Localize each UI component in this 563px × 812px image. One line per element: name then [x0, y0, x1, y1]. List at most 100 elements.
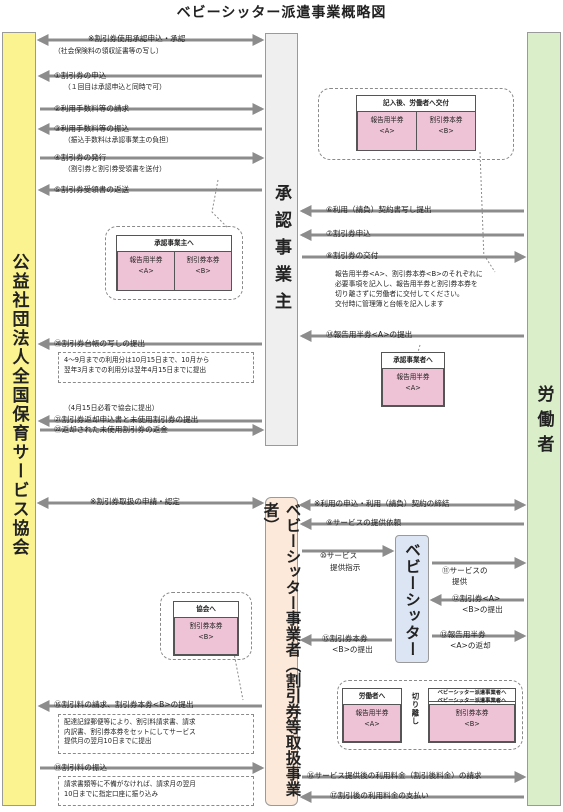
- ticket-t4-b-text: 割引券本券: [189, 622, 223, 630]
- note8-line2: 必要事項を記入し、報告用半券と割引券本券を: [335, 280, 478, 288]
- ticket-t2-b-text: 割引券本券: [186, 256, 220, 264]
- step-13-label-b: <A>の返却: [450, 641, 491, 650]
- page-title: ベビーシッター派遣事業概略図: [176, 5, 387, 21]
- note19-line2: 10日までに指定口座に振り込み: [64, 789, 159, 798]
- step-5-label: ⑤割引券受領書の返送: [54, 185, 130, 194]
- sitter-box: ベビーシッター: [395, 535, 429, 663]
- callout-t2: [211, 179, 229, 229]
- ticket-t2-a-text: 報告用半券: [129, 256, 163, 264]
- step-3-label: ③利用手数料等の振込: [54, 124, 130, 133]
- bubble-t4: [160, 592, 252, 660]
- company-box: ベビーシッター事業者（割引券等取扱事業者）: [262, 497, 302, 806]
- callout-note8: [485, 257, 496, 273]
- ticket-t1-b-code: <B>: [438, 127, 454, 135]
- note16-line2: 内訳書、割引券本券をセットにしてサービス: [64, 727, 196, 736]
- step-19-label: ⑲割引料の振込: [54, 763, 108, 772]
- ticket-t1: 記入後、労働者へ交付 報告用半券 <A> 割引券本券 <B>: [356, 95, 476, 151]
- employer-box: 承認事業主: [265, 33, 298, 446]
- note16-line1: 配達記録郵便等により、割引料請求書、請求: [64, 718, 196, 726]
- ticket-t6-b-text: 割引券本券: [455, 709, 489, 717]
- ticket-t1-a-code: <A>: [379, 127, 395, 135]
- ticket-t4: 協会へ 割引券本券 <B>: [173, 601, 239, 656]
- step-16x-label: ⑯サービス提供後の利用料金（割引後料金）の請求: [307, 771, 482, 780]
- ticket-t4-head: 協会へ: [174, 602, 238, 618]
- company-apply-label: ※割引券取扱の申請・認定: [90, 497, 180, 506]
- step-13-label-a: ⑬報告用半券: [440, 630, 486, 639]
- ticket-t5: 労働者へ 報告用半券 <A>: [342, 688, 402, 743]
- step-4-label: ④割引券の発行: [54, 153, 107, 162]
- association-column: 公益社団法人全国保育サービス協会: [2, 32, 36, 806]
- bubble-t2: [105, 226, 243, 300]
- note20-line2: 翌年3月までの利用分は翌年4月15日までに提出: [64, 365, 207, 374]
- note-16: 配達記録郵便等により、割引料請求書、請求 内訳書、割引券本券をセットにしてサービ…: [58, 714, 254, 754]
- ticket-t1-a: 報告用半券 <A>: [357, 111, 417, 151]
- worker-column: 労働者: [527, 32, 561, 806]
- step-12-label-b: <B>の提出: [462, 605, 503, 614]
- step-approval-sub: （社会保険料の領収証書等の写し）: [54, 47, 163, 55]
- step-1-label: ①割引券の申込: [54, 71, 107, 80]
- note-20: 4～9月までの利用分は10月15日まで、10月から 翌年3月までの利用分は翌年4…: [58, 352, 254, 383]
- ticket-t3-a: 報告用半券 <A>: [382, 368, 444, 406]
- step-21-label: ㉑割引券返却申込書と未使用割引券の提出: [54, 415, 199, 424]
- ticket-t1-a-text: 報告用半券: [370, 116, 404, 124]
- step-1-sub: （１回目は承認申込と同時で可）: [64, 83, 166, 91]
- ticket-t2-a: 報告用半券 <A>: [117, 251, 175, 291]
- step-approval-label: ※割引券使用承認申込・承認: [88, 34, 186, 43]
- worker-label: 労働者: [533, 385, 554, 460]
- step-22-label: ㉒返却された未使用割引券の返金: [54, 425, 168, 434]
- ticket-t6-b-code: <B>: [464, 720, 480, 728]
- step-21-sub: （4月15日必着で協会に提出）: [64, 404, 159, 412]
- ticket-t6-head2: ベビーシッター派遣事業者へ: [437, 697, 507, 704]
- note8-line4: 交付時に管理簿と台帳を記入します: [335, 300, 444, 308]
- step-11-label-a: ⑪サービスの: [442, 566, 488, 575]
- ticket-t5-a: 報告用半券 <A>: [343, 704, 401, 742]
- step-10-label-a: ⑩サービス: [320, 551, 358, 560]
- step-2-label: ②利用手数料等の請求: [54, 104, 130, 113]
- ticket-t6-head: ベビーシッター派遣事業者へ ベビーシッター派遣事業者へ: [429, 689, 515, 704]
- note8-line1: 報告用半券<A>、割引券本券<B>のそれぞれに: [335, 270, 483, 278]
- step-3-sub: （振込手数料は承認事業主の負担）: [64, 136, 173, 144]
- note8-line3: 切り離さずに労働者に交付してください。: [335, 290, 464, 298]
- ticket-t1-b: 割引券本券 <B>: [416, 111, 476, 151]
- callout-t4: [232, 647, 244, 701]
- note-19: 請求書類等に不備がなければ、請求月の翌月 10日までに指定口座に振り込み: [58, 776, 254, 806]
- ticket-t2: 承認事業主へ 報告用半券 <A> 割引券本券 <B>: [116, 235, 232, 291]
- ticket-t3-head: 承認事業者へ: [382, 353, 444, 369]
- ticket-t6-b: 割引券本券 <B>: [429, 704, 515, 742]
- ticket-t2-head: 承認事業主へ: [117, 236, 231, 252]
- step-4-sub: （割引券と割引券受領書を送付）: [64, 165, 166, 173]
- note16-line3: 提供月の翌月10日までに提出: [64, 737, 152, 745]
- ticket-t3: 承認事業者へ 報告用半券 <A>: [381, 352, 445, 407]
- step-15-label-b: <B>の提出: [332, 645, 373, 654]
- ticket-t1-head: 記入後、労働者へ交付: [357, 96, 475, 112]
- bubble-t56: [337, 680, 523, 750]
- ticket-t2-b: 割引券本券 <B>: [174, 251, 232, 291]
- cut-label: 切り離し: [411, 692, 420, 726]
- ticket-t5-a-code: <A>: [364, 720, 380, 728]
- ticket-t2-a-code: <A>: [138, 267, 154, 275]
- callout-t3: [417, 344, 421, 353]
- ticket-t6: ベビーシッター派遣事業者へ ベビーシッター派遣事業者へ 割引券本券 <B>: [428, 688, 516, 743]
- step-15-label-a: ⑮割引券本券: [322, 634, 368, 643]
- ticket-t2-b-code: <B>: [195, 267, 211, 275]
- ticket-t4-b: 割引券本券 <B>: [174, 617, 238, 655]
- employer-label: 承認事業主: [271, 184, 291, 319]
- step-17-label: ⑰割引後の利用料金の支払い: [330, 791, 429, 800]
- ticket-t6-head1: ベビーシッター派遣事業者へ: [437, 690, 507, 696]
- bubble-t1: [318, 88, 514, 160]
- sitter-label: ベビーシッター: [403, 542, 421, 658]
- step-16-label: ⑯割引料の請求、割引券本券<B>の提出: [54, 700, 194, 709]
- step-8-label: ⑧割引券の交付: [326, 251, 379, 260]
- step-12-label-a: ⑫割引券<A>: [452, 594, 501, 603]
- note19-line1: 請求書類等に不備がなければ、請求月の翌月: [64, 780, 196, 788]
- ticket-t5-a-text: 報告用半券: [355, 709, 389, 717]
- ticket-t4-b-code: <B>: [198, 633, 214, 641]
- step-14-label: ⑭報告用半券<A>の提出: [326, 330, 413, 339]
- company-label: ベビーシッター事業者（割引券等取扱事業者）: [261, 502, 302, 797]
- note20-line1: 4～9月までの利用分は10月15日まで、10月から: [64, 356, 210, 364]
- association-label: 公益社団法人全国保育サービス協会: [8, 253, 29, 557]
- step-10-label-b: 提供指示: [330, 563, 361, 572]
- ticket-t5-head: 労働者へ: [343, 689, 401, 705]
- callout-t1: [479, 151, 485, 261]
